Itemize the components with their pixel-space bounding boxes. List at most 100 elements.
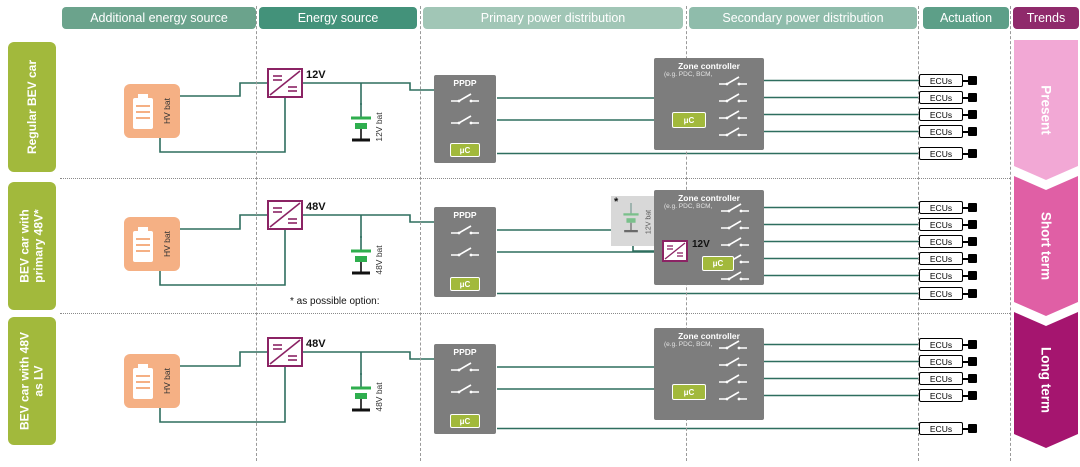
ecu-connector-pin [963, 292, 968, 295]
lv-battery [348, 373, 374, 423]
zone-controller-title: Zone controller [678, 331, 740, 341]
actuator-connector [968, 93, 977, 102]
row-label-regular-bev-car: Regular BEV car [8, 42, 56, 172]
switch-icon [719, 110, 747, 120]
zone-controller-subtitle: (e.g. PDC, BCM, [664, 341, 713, 348]
actuator-connector [968, 374, 977, 383]
ecu-box: ECUs [919, 74, 963, 87]
hv-battery-label: HV bat [162, 368, 172, 394]
hv-battery-label: HV bat [162, 231, 172, 257]
ecu-unit: ECUs [919, 91, 977, 104]
zone-controller-subtitle: (e.g. PDC, BCM, [664, 71, 713, 78]
lv-battery-label: 48V bat [374, 245, 384, 275]
ppdp-microcontroller: μC [450, 277, 480, 291]
ecu-connector-pin [963, 343, 968, 346]
ecu-unit: ECUs [919, 372, 977, 385]
actuator-connector [968, 237, 977, 246]
lv-battery-icon [351, 103, 371, 142]
actuator-connector [968, 127, 977, 136]
ecu-connector-pin [963, 360, 968, 363]
ppdp-microcontroller: μC [450, 143, 480, 157]
switch-icon [719, 357, 747, 367]
dcdc-converter [267, 337, 303, 367]
ppdp-box: PPDP μC [434, 75, 496, 163]
ecu-box: ECUs [919, 422, 963, 435]
ecu-box: ECUs [919, 338, 963, 351]
switch-icon [719, 340, 747, 350]
ppdp-box: PPDP μC [434, 207, 496, 297]
switch-icon [451, 115, 479, 125]
battery-icon [133, 227, 153, 262]
ppdp-box: PPDP μC [434, 344, 496, 434]
zone-microcontroller: μC [702, 256, 734, 271]
trend-label: Short term [1038, 211, 1054, 281]
lv-battery-icon [351, 236, 371, 275]
actuator-connector [968, 271, 977, 280]
ecu-unit: ECUs [919, 125, 977, 138]
ecu-unit: ECUs [919, 235, 977, 248]
zone-controller-box: Zone controller (e.g. PDC, BCM, μC [654, 328, 764, 420]
converter-voltage-label: 48V [306, 338, 326, 350]
ecu-connector-pin [963, 377, 968, 380]
column-header-energy-source: Energy source [259, 7, 417, 29]
column-separator [420, 6, 421, 461]
actuator-connector [968, 424, 977, 433]
zone-microcontroller: μC [672, 384, 706, 400]
dcdc-converter-icon [269, 339, 301, 365]
ppdp-title: PPDP [453, 78, 477, 88]
actuator-connector [968, 357, 977, 366]
ecu-unit: ECUs [919, 74, 977, 87]
converter-voltage-label: 12V [306, 69, 326, 81]
actuator-connector [968, 254, 977, 263]
trend-short-term: Short term [1014, 176, 1078, 316]
column-header-primary-power-distribution: Primary power distribution [423, 7, 683, 29]
actuator-connector [968, 391, 977, 400]
switch-icon [719, 374, 747, 384]
ecu-unit: ECUs [919, 218, 977, 231]
switch-icon [451, 247, 479, 257]
hv-battery: HV bat [124, 84, 180, 138]
hv-battery: HV bat [124, 354, 180, 408]
row-separator [60, 178, 1010, 179]
ecu-connector-pin [963, 394, 968, 397]
ecu-box: ECUs [919, 389, 963, 402]
hv-battery-label: HV bat [162, 98, 172, 124]
hv-battery: HV bat [124, 217, 180, 271]
switch-icon [719, 391, 747, 401]
actuator-connector [968, 203, 977, 212]
row-label-bev-primary-48v: BEV car with primary 48V* [8, 182, 56, 310]
ecu-connector-pin [963, 206, 968, 209]
trend-long-term: Long term [1014, 312, 1078, 448]
optional-battery-label: 12V bat [645, 209, 653, 235]
ecu-box: ECUs [919, 201, 963, 214]
optional-converter-voltage-label: 12V [692, 239, 710, 250]
ecu-unit: ECUs [919, 355, 977, 368]
ecu-connector-pin [963, 274, 968, 277]
ecu-box: ECUs [919, 108, 963, 121]
ecu-unit: ECUs [919, 287, 977, 300]
zone-controller-box: Zone controller (e.g. PDC, BCM, μC [654, 58, 764, 150]
column-header-additional-energy-source: Additional energy source [62, 7, 256, 29]
ecu-connector-pin [963, 79, 968, 82]
ecu-box: ECUs [919, 218, 963, 231]
switch-icon [719, 76, 747, 86]
ppdp-title: PPDP [453, 210, 477, 220]
row-label-text: BEV car with primary 48V* [17, 209, 46, 283]
column-separator [256, 6, 257, 461]
option-note: * as possible option: [290, 296, 380, 307]
optional-12v-battery-panel: * 12V bat [611, 196, 657, 246]
ecu-connector-pin [963, 240, 968, 243]
dcdc-converter [267, 68, 303, 98]
actuator-connector [968, 76, 977, 85]
zone-controller-title: Zone controller [678, 61, 740, 71]
ecu-connector-pin [963, 152, 968, 155]
ecu-connector-pin [963, 96, 968, 99]
switch-icon [721, 220, 749, 230]
switch-icon [721, 237, 749, 247]
dcdc-converter-icon [269, 202, 301, 228]
ecu-connector-pin [963, 130, 968, 133]
dcdc-converter [267, 200, 303, 230]
switch-icon [719, 127, 747, 137]
dcdc-converter-icon [664, 242, 686, 260]
row-label-text: BEV car with 48V as LV [17, 331, 46, 431]
